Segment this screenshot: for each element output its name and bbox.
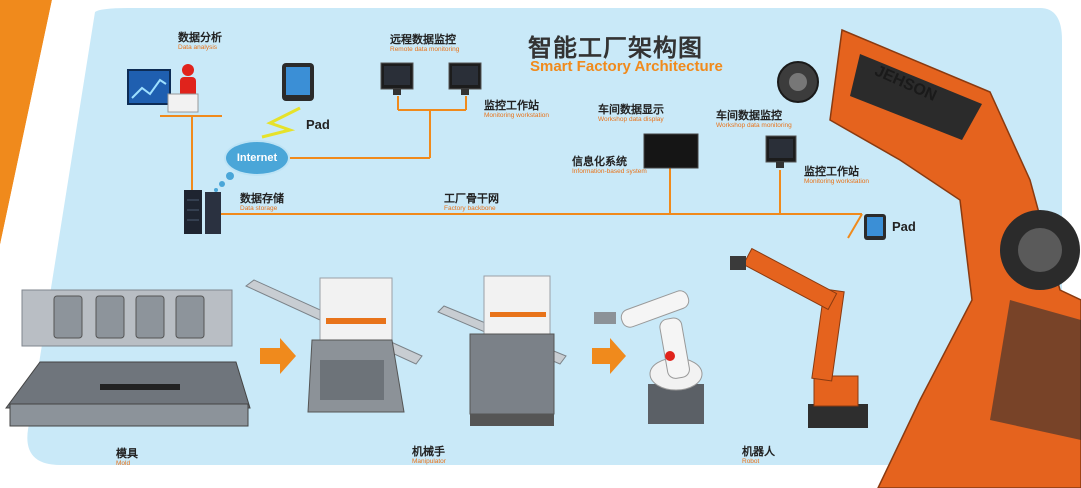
label-cn: 数据存储	[240, 192, 284, 205]
label-cn: 模具	[116, 447, 138, 460]
presentation-board-icon	[127, 64, 199, 113]
label-cn: 远程数据监控	[390, 33, 456, 46]
internet-cloud: Internet	[226, 142, 288, 174]
label-cn: 监控工作站	[484, 99, 539, 112]
label-cn: 信息化系统	[572, 155, 627, 168]
label-cn: 数据分析	[178, 31, 222, 44]
tablet-icon	[864, 214, 886, 240]
label-cn: 车间数据显示	[598, 103, 664, 116]
label-cn: 机械手	[412, 445, 445, 458]
monitor-icon	[380, 62, 482, 95]
label-remote-monitoring: 远程数据监控 Remote data monitoring	[390, 34, 459, 54]
industrial-robot-icon	[730, 247, 868, 428]
white-stripe	[0, 0, 78, 360]
flow-arrow-icon	[260, 338, 296, 374]
flow-arrow-icon	[592, 338, 626, 374]
cloud-bubble-2	[219, 181, 225, 187]
label-en: Manipulator	[412, 458, 446, 465]
manipulator-illustration	[245, 277, 423, 413]
label-monitoring-workstation-2: 监控工作站 Monitoring workstation	[804, 166, 869, 186]
title-chinese: 智能工厂架构图	[528, 34, 703, 62]
mold-illustration	[5, 289, 251, 427]
label-information-system: 信息化系统 Information-based system	[572, 156, 647, 176]
server-icon	[184, 190, 221, 234]
large-robot-arm-illustration	[777, 28, 1081, 488]
label-en: Factory backbone	[444, 205, 496, 212]
label-en: Data storage	[240, 205, 278, 212]
manipulator-illustration	[437, 275, 567, 426]
monitor-icon	[765, 135, 797, 168]
backbone-to-pad-line	[847, 213, 863, 239]
large-display-icon	[643, 133, 699, 169]
pad-label: Pad	[306, 117, 330, 132]
label-en: Remote data monitoring	[390, 46, 460, 53]
cloud-bubble-1	[226, 172, 234, 180]
label-data-analysis: 数据分析 Data analysis	[178, 32, 222, 52]
label-factory-backbone: 工厂骨干网 Factory backbone	[444, 193, 499, 213]
tablet-icon	[282, 63, 314, 101]
label-en: Workshop data display	[598, 116, 664, 123]
label-en: Monitoring workstation	[804, 178, 870, 185]
label-monitoring-workstation: 监控工作站 Monitoring workstation	[484, 100, 549, 120]
label-cn: 监控工作站	[804, 165, 859, 178]
label-en: Robot	[742, 458, 760, 465]
label-manipulator: 机械手 Manipulator	[412, 446, 446, 466]
label-en: Monitoring workstation	[484, 112, 550, 119]
label-mold: 模具 Mold	[116, 448, 138, 468]
label-robot: 机器人 Robot	[742, 446, 775, 466]
label-cn: 车间数据监控	[716, 109, 782, 122]
wireless-zigzag	[261, 106, 301, 139]
label-en: Data analysis	[178, 44, 218, 51]
label-data-storage: 数据存储 Data storage	[240, 193, 284, 213]
label-workshop-monitoring: 车间数据监控 Workshop data monitoring	[716, 110, 792, 130]
title-english: Smart Factory Architecture	[530, 58, 723, 75]
label-en: Mold	[116, 460, 131, 467]
label-cn: 机器人	[742, 445, 775, 458]
label-en: Workshop data monitoring	[716, 122, 792, 129]
label-cn: 工厂骨干网	[444, 192, 499, 205]
cloud-bubble-3	[214, 188, 218, 192]
label-workshop-display: 车间数据显示 Workshop data display	[598, 104, 664, 124]
industrial-robot-icon	[594, 290, 704, 424]
pad-label: Pad	[892, 219, 916, 234]
label-en: Information-based system	[572, 168, 647, 175]
